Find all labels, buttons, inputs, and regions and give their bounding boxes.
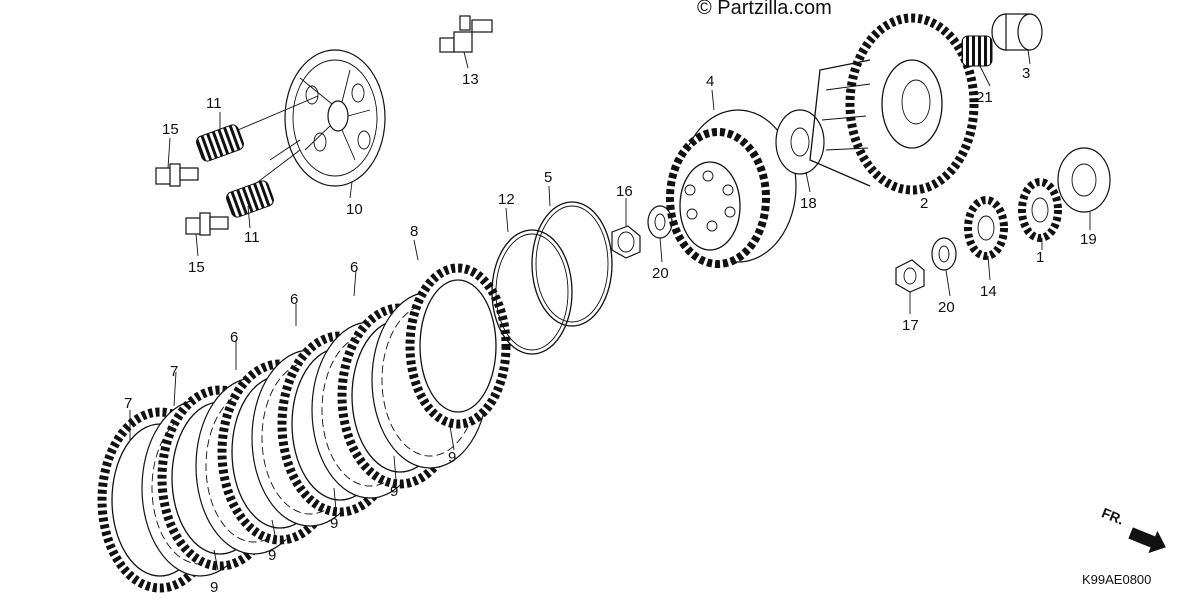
watermark: © Partzilla.com xyxy=(697,0,832,19)
label-9-b: 9 xyxy=(390,483,398,500)
arrow-icon xyxy=(1128,527,1166,554)
label-8: 8 xyxy=(410,223,418,240)
front-direction-label: FR. xyxy=(1099,504,1126,527)
label-11-upper: 11 xyxy=(206,95,222,112)
friction-disc-8 xyxy=(405,263,511,429)
nut-17 xyxy=(895,259,925,293)
leader-lines xyxy=(129,49,1091,571)
collar xyxy=(991,13,1043,51)
spring-lower xyxy=(226,180,274,218)
spring-upper xyxy=(196,124,244,162)
label-7-b: 7 xyxy=(124,395,132,412)
label-17: 17 xyxy=(902,317,919,334)
label-12: 12 xyxy=(498,191,515,208)
pressure-plate xyxy=(237,49,386,189)
label-13: 13 xyxy=(462,71,479,88)
clutch-center xyxy=(666,109,797,268)
label-9-a: 9 xyxy=(448,449,456,466)
label-18: 18 xyxy=(800,195,817,212)
label-2: 2 xyxy=(920,195,928,212)
lifter-rod xyxy=(439,15,493,53)
label-6-c: 6 xyxy=(230,329,238,346)
label-5: 5 xyxy=(544,169,552,186)
label-9-e: 9 xyxy=(210,579,218,596)
bolt-upper xyxy=(155,163,199,187)
gear-14 xyxy=(964,196,1008,260)
lock-nut-16 xyxy=(611,225,641,259)
label-15-upper: 15 xyxy=(162,121,179,138)
gear-1 xyxy=(1018,178,1062,242)
washer-20-center xyxy=(647,205,673,239)
clutch-outer xyxy=(809,13,979,195)
label-7-a: 7 xyxy=(170,363,178,380)
label-21: 21 xyxy=(976,89,993,106)
label-1: 1 xyxy=(1036,249,1044,266)
ring-12 xyxy=(491,229,573,355)
label-15-lower: 15 xyxy=(188,259,205,276)
thrust-washer-18 xyxy=(775,109,825,175)
label-4: 4 xyxy=(706,73,714,90)
front-direction-arrow: FR. xyxy=(1099,504,1166,554)
label-16: 16 xyxy=(616,183,633,200)
label-10: 10 xyxy=(346,201,363,218)
label-3: 3 xyxy=(1022,65,1030,82)
bolt-lower xyxy=(185,212,229,236)
washer-19 xyxy=(1057,147,1111,213)
needle-bearing xyxy=(961,35,993,67)
diagram-code: K99AE0800 xyxy=(1082,572,1151,587)
label-20-center: 20 xyxy=(652,265,669,282)
label-19: 19 xyxy=(1080,231,1097,248)
label-6-a: 6 xyxy=(350,259,358,276)
ring-5 xyxy=(531,201,613,327)
label-20-right: 20 xyxy=(938,299,955,316)
label-9-d: 9 xyxy=(268,547,276,564)
label-14: 14 xyxy=(980,283,997,300)
label-9-c: 9 xyxy=(330,515,338,532)
washer-20-right xyxy=(931,237,957,271)
label-6-b: 6 xyxy=(290,291,298,308)
label-11-lower: 11 xyxy=(244,229,260,246)
